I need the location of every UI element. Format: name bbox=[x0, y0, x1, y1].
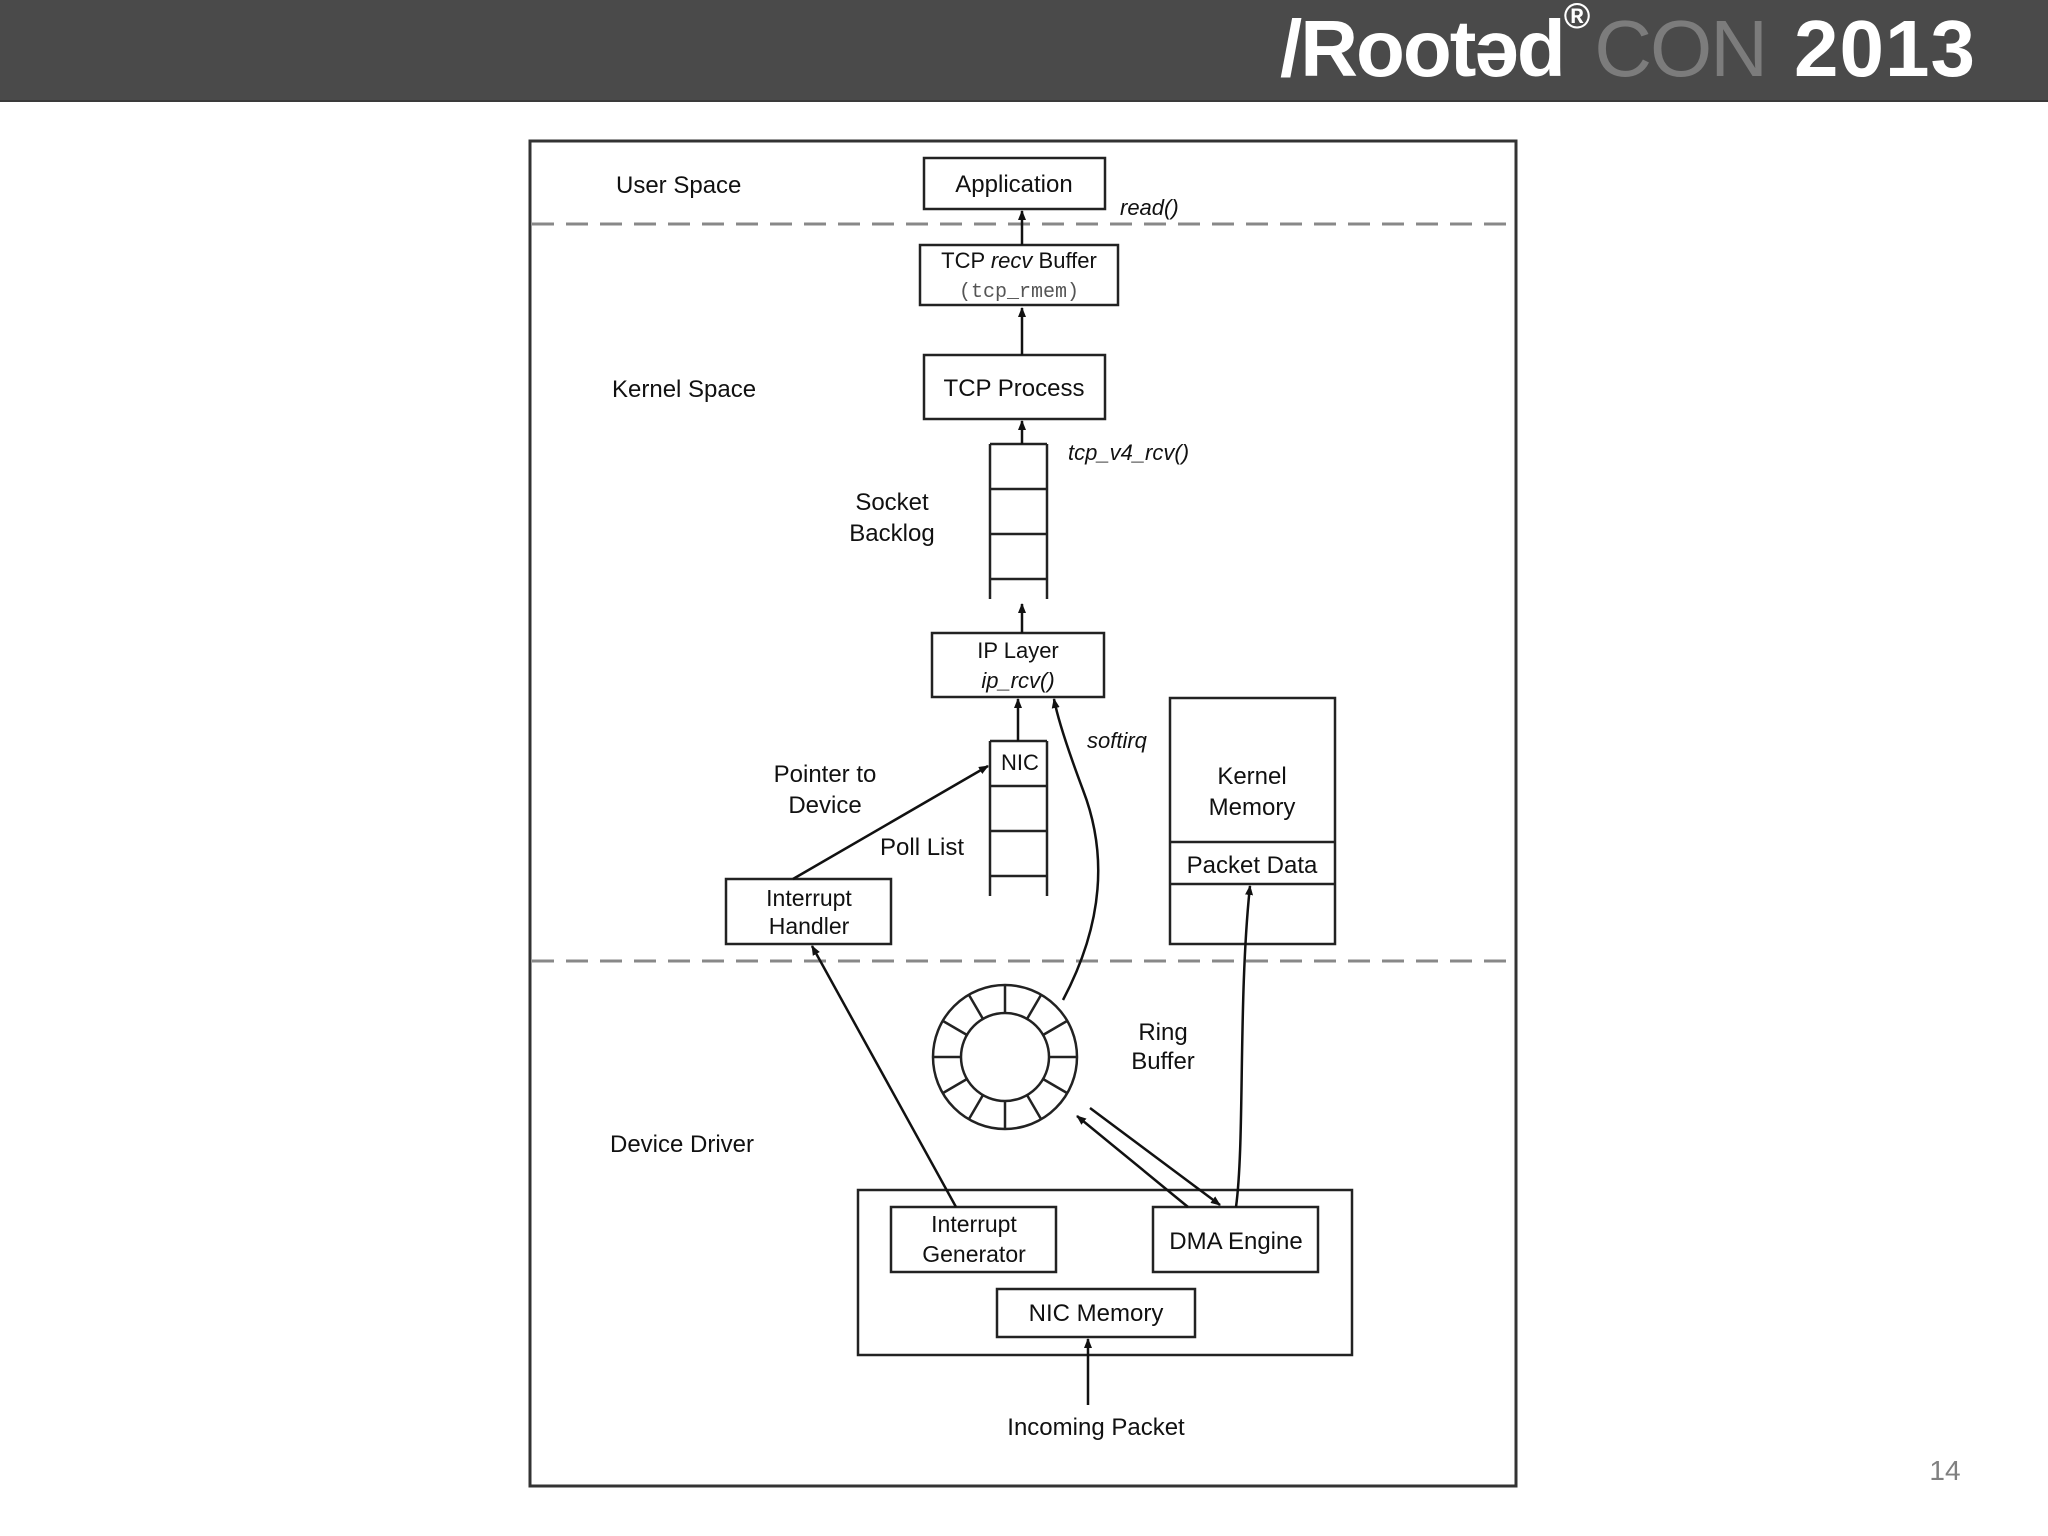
nic-memory-box bbox=[995, 1287, 1197, 1339]
dma-engine-label: DMA Engine bbox=[1169, 1228, 1302, 1255]
interrupt-generator-label-line1: Interrupt bbox=[931, 1211, 1017, 1237]
arrow-ring-buffer-to-dma bbox=[1089, 1106, 1221, 1207]
tcp-process-box bbox=[922, 353, 1107, 421]
logo-brand-main: /Rootəd bbox=[1279, 4, 1566, 93]
application-label: Application bbox=[955, 171, 1072, 198]
arrow-dma-to-packet-data bbox=[1234, 885, 1254, 1208]
interrupt-generator-box bbox=[889, 1205, 1058, 1274]
tcp-recv-buffer-label-post: Buffer bbox=[1032, 248, 1096, 273]
incoming-packet-label: Incoming Packet bbox=[1007, 1414, 1185, 1441]
socket-backlog-label-line1: Socket bbox=[855, 489, 929, 516]
page-number: 14 bbox=[1929, 1455, 1961, 1486]
socket-backlog-label-line2: Backlog bbox=[849, 520, 934, 547]
socket-backlog-queue bbox=[988, 442, 1049, 599]
packet-data-label: Packet Data bbox=[1187, 852, 1318, 879]
arrow-ring-buffer-softirq-to-ip-layer bbox=[1051, 698, 1100, 1001]
ip-layer-box bbox=[930, 631, 1106, 699]
nic-hardware-box bbox=[856, 1188, 1354, 1357]
kernel-memory-label-line2: Memory bbox=[1209, 794, 1296, 821]
pointer-to-device-label-line2: Device bbox=[788, 792, 861, 819]
pointer-to-device-label-line1: Pointer to bbox=[774, 761, 877, 788]
tcp-recv-buffer-box bbox=[918, 243, 1120, 307]
interrupt-handler-label-line1: Interrupt bbox=[766, 885, 852, 911]
tcp-v4-rcv-label: tcp_v4_rcv() bbox=[1068, 440, 1189, 465]
ring-buffer bbox=[931, 983, 1079, 1131]
diagram-frame bbox=[528, 139, 1518, 1488]
region-label-user-space: User Space bbox=[616, 172, 741, 199]
softirq-label: softirq bbox=[1087, 728, 1148, 753]
ip-layer-label-line1: IP Layer bbox=[977, 638, 1059, 663]
interrupt-handler-label-line2: Handler bbox=[769, 913, 850, 939]
interrupt-generator-label-line2: Generator bbox=[922, 1241, 1026, 1267]
region-label-device-driver: Device Driver bbox=[610, 1131, 754, 1158]
nic-poll-queue bbox=[988, 739, 1049, 896]
nic-queue-label: NIC bbox=[1001, 750, 1039, 775]
tcp-recv-buffer-label-italic: recv bbox=[991, 248, 1035, 273]
logo-year: 2013 bbox=[1794, 4, 1976, 93]
nic-memory-label: NIC Memory bbox=[1029, 1300, 1164, 1327]
ring-buffer-label-line2: Buffer bbox=[1131, 1048, 1195, 1075]
application-box bbox=[922, 156, 1107, 211]
logo-brand-con: CON bbox=[1594, 4, 1768, 93]
interrupt-handler-box bbox=[724, 877, 893, 946]
poll-list-label: Poll List bbox=[880, 834, 964, 861]
arrow-interrupt-generator-to-handler bbox=[810, 945, 958, 1208]
kernel-memory-box bbox=[1168, 696, 1337, 946]
kernel-memory-label-line1: Kernel bbox=[1217, 763, 1286, 790]
tcp-recv-buffer-label-pre: TCP bbox=[941, 248, 991, 273]
region-label-kernel-space: Kernel Space bbox=[612, 376, 756, 403]
slide-header-bar: /Rootəd ® CON 2013 bbox=[0, 0, 2048, 102]
rootedcon-logo: /Rootəd ® CON 2013 bbox=[1279, 0, 1976, 93]
tcp-process-label: TCP Process bbox=[944, 375, 1085, 402]
ip-layer-label-line2: ip_rcv() bbox=[981, 668, 1054, 693]
read-call-label: read() bbox=[1120, 195, 1179, 220]
dma-engine-box bbox=[1151, 1205, 1320, 1274]
ring-buffer-label-line1: Ring bbox=[1138, 1019, 1187, 1046]
arrow-handler-to-poll-list bbox=[792, 764, 989, 881]
tcp-recv-buffer-label: TCP recv Buffer bbox=[941, 248, 1097, 273]
logo-registered-mark: ® bbox=[1563, 0, 1590, 36]
tcp-rmem-label: (tcp_rmem) bbox=[959, 281, 1079, 304]
arrow-dma-to-ring-buffer bbox=[1076, 1115, 1189, 1208]
